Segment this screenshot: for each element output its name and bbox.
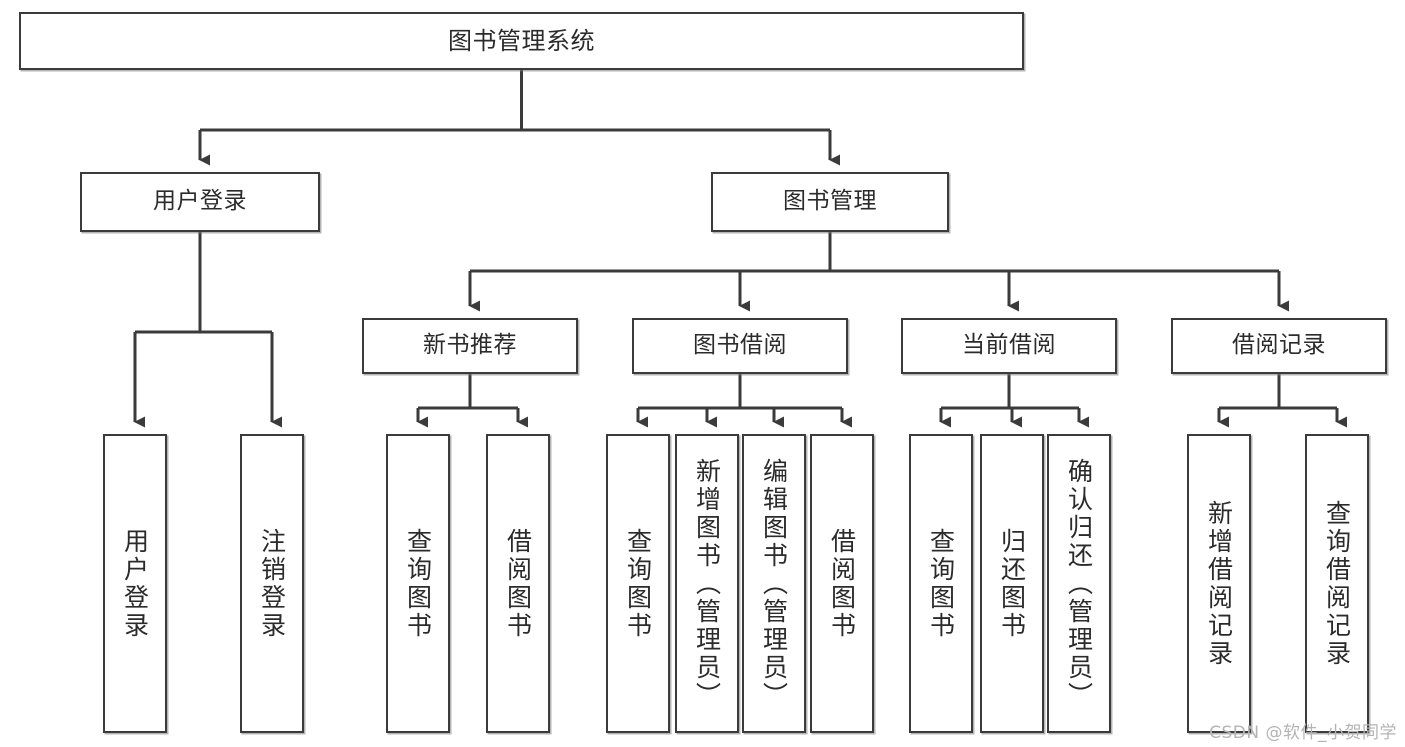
node-level3-new-book-recommend[interactable]: 新书推荐 <box>362 318 578 374</box>
node-level2-user-login-label: 用户登录 <box>153 188 247 215</box>
leaf-borrow-book-recommend-label: 借阅图书 <box>503 527 533 640</box>
leaf-query-book-recommend-label: 查询图书 <box>403 527 433 640</box>
leaf-query-borrow-record[interactable]: 查询借阅记录 <box>1305 434 1369 733</box>
leaf-confirm-return-admin-label: 确认归还（管理员） <box>1064 457 1094 710</box>
node-level2-user-login[interactable]: 用户登录 <box>80 172 320 232</box>
node-level2-book-management[interactable]: 图书管理 <box>711 172 949 232</box>
leaf-add-book-admin[interactable]: 新增图书（管理员） <box>675 434 739 733</box>
node-level3-current-borrow-label: 当前借阅 <box>962 332 1056 359</box>
leaf-borrow-book[interactable]: 借阅图书 <box>810 434 874 733</box>
leaf-query-book-current-label: 查询图书 <box>926 527 956 640</box>
leaf-add-book-admin-label: 新增图书（管理员） <box>692 457 722 710</box>
leaf-query-book-recommend[interactable]: 查询图书 <box>386 434 450 733</box>
leaf-query-borrow-record-label: 查询借阅记录 <box>1322 499 1352 668</box>
node-level3-book-borrow[interactable]: 图书借阅 <box>632 318 848 374</box>
leaf-query-book-borrow-label: 查询图书 <box>623 527 653 640</box>
leaf-user-login[interactable]: 用户登录 <box>103 434 167 733</box>
leaf-query-book-current[interactable]: 查询图书 <box>909 434 973 733</box>
leaf-add-borrow-record[interactable]: 新增借阅记录 <box>1187 434 1251 733</box>
node-level3-borrow-record-label: 借阅记录 <box>1232 332 1326 359</box>
node-level3-current-borrow[interactable]: 当前借阅 <box>901 318 1117 374</box>
leaf-logout-login[interactable]: 注销登录 <box>240 434 304 733</box>
leaf-edit-book-admin-label: 编辑图书（管理员） <box>759 457 789 710</box>
node-level3-new-book-recommend-label: 新书推荐 <box>423 332 517 359</box>
leaf-add-borrow-record-label: 新增借阅记录 <box>1204 499 1234 668</box>
leaf-query-book-borrow[interactable]: 查询图书 <box>606 434 670 733</box>
watermark: CSDN @软件_小贺同学 <box>1209 723 1397 743</box>
node-level2-book-management-label: 图书管理 <box>783 188 877 215</box>
leaf-user-login-label: 用户登录 <box>120 527 150 640</box>
leaf-return-book[interactable]: 归还图书 <box>980 434 1044 733</box>
leaf-logout-login-label: 注销登录 <box>257 527 287 640</box>
leaf-borrow-book-recommend[interactable]: 借阅图书 <box>486 434 550 733</box>
node-root[interactable]: 图书管理系统 <box>19 12 1024 70</box>
leaf-return-book-label: 归还图书 <box>997 527 1027 640</box>
leaf-borrow-book-label: 借阅图书 <box>827 527 857 640</box>
leaf-edit-book-admin[interactable]: 编辑图书（管理员） <box>742 434 806 733</box>
leaf-confirm-return-admin[interactable]: 确认归还（管理员） <box>1047 434 1111 733</box>
node-level3-book-borrow-label: 图书借阅 <box>693 332 787 359</box>
node-root-label: 图书管理系统 <box>448 26 595 55</box>
node-level3-borrow-record[interactable]: 借阅记录 <box>1171 318 1387 374</box>
